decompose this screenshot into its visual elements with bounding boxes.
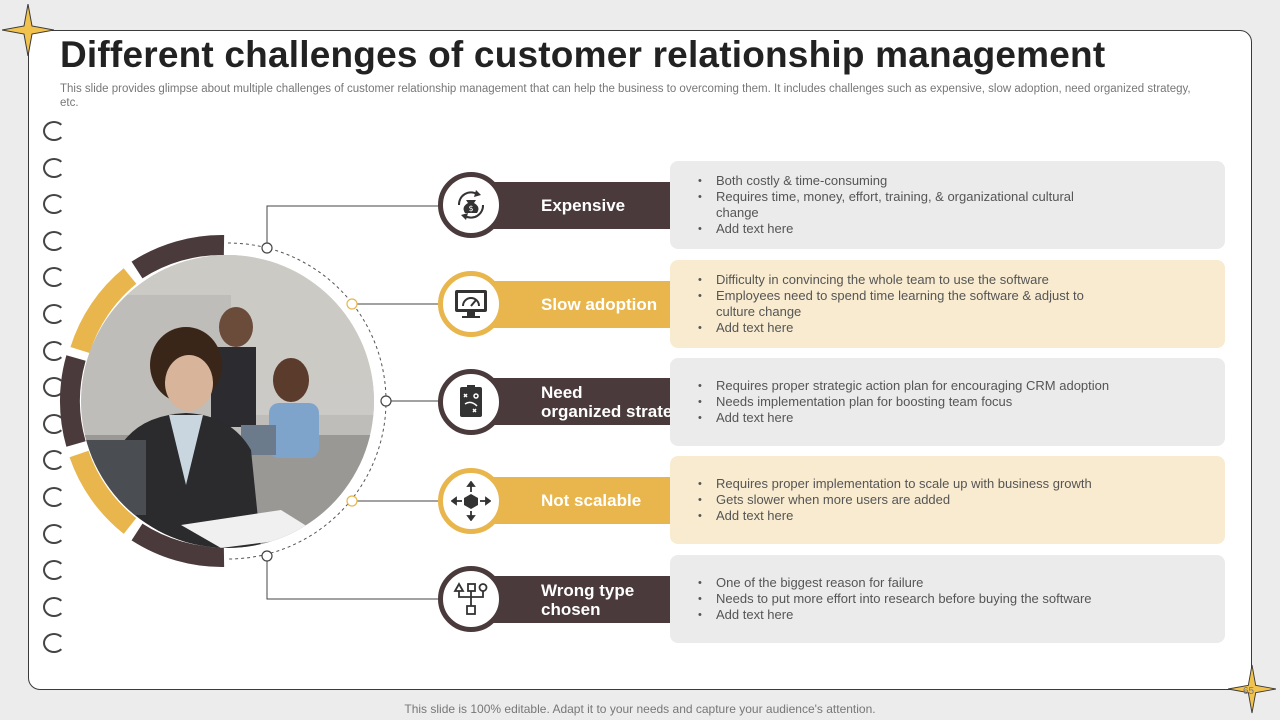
meeting-photo [81,255,374,548]
ring-segment [131,523,225,568]
connector-dot [261,550,273,562]
monitor-gauge-icon [455,290,487,318]
bullet-item: Add text here [698,221,1116,237]
bullet-list: Requires proper strategic action plan fo… [698,378,1116,426]
challenge-details-slow-adoption: Difficulty in convincing the whole team … [670,260,1225,348]
footer-note: This slide is 100% editable. Adapt it to… [404,702,876,716]
bullet-item: Add text here [698,320,1116,336]
binder-ring [43,157,65,178]
bullet-item: Add text here [698,410,1116,426]
bullet-item: Add text here [698,508,1116,524]
bullet-item: Needs to put more effort into research b… [698,591,1116,607]
bullet-list: Both costly & time-consuming Requires ti… [698,173,1116,237]
bullet-item: Add text here [698,607,1116,623]
connector-line [266,556,440,600]
challenge-details-not-scalable: Requires proper implementation to scale … [670,456,1225,544]
page-title: Different challenges of customer relatio… [60,34,1106,75]
binder-ring [43,523,65,544]
challenge-icon-wrap [438,566,504,632]
bullet-item: One of the biggest reason for failure [698,575,1116,591]
binder-ring [43,121,65,141]
challenge-icon-wrap [438,369,504,435]
star-decoration-icon [1228,664,1276,714]
notebook-rings [43,121,73,661]
challenge-label-line: organized strategy [541,401,693,421]
challenge-label-line: Need [541,382,583,402]
ring-segment [60,355,86,447]
ring-segment [69,450,137,534]
page-number: 65 [1243,686,1255,697]
bullet-item: Requires time, money, effort, training, … [698,189,1116,221]
challenge-label: Slow adoption [541,295,658,314]
binder-ring [43,267,65,288]
challenge-label: Need organized strategy [541,383,692,421]
bullet-item: Requires proper strategic action plan fo… [698,378,1116,394]
strategy-board-icon [460,385,482,417]
bullet-item: Employees need to spend time learning th… [698,288,1116,320]
connector-dot [261,242,273,254]
binder-ring [43,230,65,251]
connector-dot [346,495,358,507]
challenge-label: Expensive [541,196,626,215]
bullet-item: Both costly & time-consuming [698,173,1116,189]
challenge-pill-not-scalable: Not scalable [465,477,693,524]
ring-segment [70,268,137,354]
flowchart-icon [453,582,488,615]
binder-ring [43,560,65,581]
challenge-icon-wrap: $ [438,172,504,238]
page-subtitle: This slide provides glimpse about multip… [60,83,1191,109]
svg-text:$: $ [468,204,473,213]
challenge-details-organized-strategy: Requires proper strategic action plan fo… [670,358,1225,446]
bullet-item: Difficulty in convincing the whole team … [698,272,1116,288]
binder-ring [43,633,65,654]
challenge-label: Not scalable [541,491,642,510]
bullet-item: Gets slower when more users are added [698,492,1116,508]
challenge-pill-organized-strategy: Need organized strategy [465,378,693,425]
binder-ring [43,596,65,617]
bullet-item: Requires proper implementation to scale … [698,476,1116,492]
box-expand-arrows-icon [451,481,491,521]
star-decoration-icon [2,4,54,56]
challenge-details-expensive: Both costly & time-consuming Requires ti… [670,161,1225,249]
ring-segment [131,234,225,279]
challenge-details-wrong-type: One of the biggest reason for failure Ne… [670,555,1225,643]
binder-ring [43,304,65,324]
challenge-icon-wrap [438,271,504,337]
bullet-list: Difficulty in convincing the whole team … [698,272,1116,336]
binder-ring [43,194,65,215]
connector-line [266,205,440,248]
bullet-item: Needs implementation plan for boosting t… [698,394,1116,410]
binder-ring [43,340,65,361]
challenge-icon-wrap [438,468,504,534]
money-bag-cycle-icon: $ [457,190,485,220]
connector-dot [380,395,392,407]
bullet-list: One of the biggest reason for failure Ne… [698,575,1116,623]
binder-ring [43,487,65,507]
challenge-label: Wrong type chosen [541,580,635,619]
bullet-list: Requires proper implementation to scale … [698,476,1116,524]
binder-ring [43,450,65,471]
binder-ring [43,413,65,434]
binder-ring [43,377,65,398]
connector-dot [346,298,358,310]
